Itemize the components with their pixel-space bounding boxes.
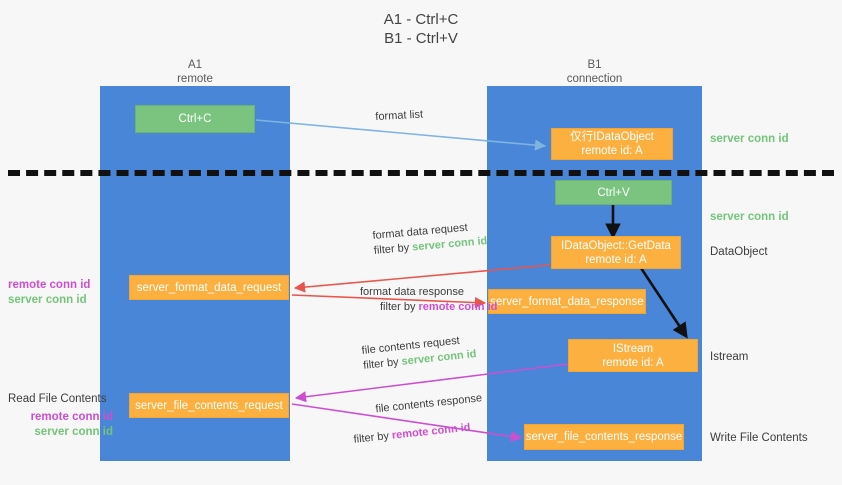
label-server-conn-id-1: server conn id bbox=[8, 294, 87, 306]
filter-prefix: filter by bbox=[353, 429, 393, 446]
label-istream: Istream bbox=[710, 351, 749, 363]
box-idataobject-remote-id: remote id: A bbox=[581, 145, 643, 157]
edge-label-format-data-response: format data response filter by remote co… bbox=[360, 285, 497, 315]
box-server-file-contents-request-label: server_file_contents_request bbox=[135, 399, 283, 412]
phase-separator-dashed-line bbox=[8, 170, 834, 176]
label-remote-conn-id-1: remote conn id bbox=[8, 279, 91, 291]
label-conn-id-group-top: remote conn id server conn id bbox=[8, 278, 90, 308]
box-idataobject[interactable]: 仅行IDataObject remote id: A bbox=[551, 128, 673, 160]
box-getdata-label: IDataObject::GetData bbox=[561, 239, 671, 252]
edge-label-format-data-request: format data request filter by server con… bbox=[372, 219, 488, 259]
box-server-file-contents-response[interactable]: server_file_contents_response bbox=[524, 424, 684, 450]
box-idataobject-label: 仅行IDataObject bbox=[570, 131, 654, 143]
label-remote-conn-id-2: remote conn id bbox=[30, 411, 113, 423]
edge-label-file-contents-response: file contents response filter by remote … bbox=[350, 391, 486, 448]
edge-label-file-contents-request: file contents request filter by server c… bbox=[361, 332, 477, 374]
box-server-file-contents-request[interactable]: server_file_contents_request bbox=[129, 393, 289, 418]
box-ctrl-c-label: Ctrl+C bbox=[178, 113, 212, 125]
edge-label-file-contents-response-filter: filter by remote conn id bbox=[353, 419, 486, 448]
column-header-a1: A1 remote bbox=[100, 58, 290, 86]
title-line-1: A1 - Ctrl+C bbox=[383, 11, 459, 28]
box-server-format-data-request[interactable]: server_format_data_request bbox=[129, 275, 289, 300]
label-server-conn-id-top: server conn id bbox=[710, 133, 789, 145]
edge-label-file-contents-response-text: file contents response bbox=[374, 392, 483, 416]
box-istream-label: IStream bbox=[612, 342, 654, 355]
title-line-2: B1 - Ctrl+V bbox=[384, 30, 458, 47]
label-read-file-contents: Read File Contents bbox=[8, 393, 107, 405]
column-header-a1-name: A1 bbox=[187, 59, 203, 71]
filter-prefix: filter by bbox=[380, 301, 419, 313]
column-header-b1-name: B1 bbox=[587, 59, 602, 71]
filter-key-remote-conn-id: remote conn id bbox=[418, 301, 498, 313]
edge-label-format-list: format list bbox=[375, 108, 424, 123]
filter-key-remote-conn-id: remote conn id bbox=[391, 421, 472, 442]
box-idataobject-getdata[interactable]: IDataObject::GetData remote id: A bbox=[551, 236, 681, 269]
box-server-file-contents-response-label: server_file_contents_response bbox=[525, 431, 683, 443]
filter-prefix: filter by bbox=[373, 241, 413, 257]
box-ctrl-v-label: Ctrl+V bbox=[597, 186, 630, 199]
box-server-format-data-response-label: server_format_data_response bbox=[490, 295, 644, 308]
box-getdata-remote-id: remote id: A bbox=[585, 253, 647, 266]
column-header-a1-sub: remote bbox=[177, 73, 213, 85]
box-istream[interactable]: IStream remote id: A bbox=[568, 339, 698, 372]
label-write-file-contents: Write File Contents bbox=[710, 432, 808, 444]
label-conn-id-group-bottom: remote conn id server conn id bbox=[8, 410, 113, 440]
box-server-format-data-response[interactable]: server_format_data_response bbox=[488, 289, 646, 314]
diagram-title: A1 - Ctrl+C B1 - Ctrl+V bbox=[0, 10, 842, 48]
box-ctrl-c[interactable]: Ctrl+C bbox=[135, 105, 255, 133]
box-server-format-data-request-label: server_format_data_request bbox=[136, 281, 282, 294]
label-server-conn-id-2: server conn id bbox=[34, 426, 113, 438]
label-server-conn-id-mid: server conn id bbox=[710, 211, 789, 223]
box-ctrl-v[interactable]: Ctrl+V bbox=[555, 180, 672, 205]
edge-label-format-data-response-text: format data response bbox=[360, 286, 464, 298]
box-istream-remote-id: remote id: A bbox=[602, 356, 664, 369]
column-header-b1: B1 connection bbox=[487, 58, 702, 86]
label-dataobject: DataObject bbox=[710, 246, 768, 258]
edge-label-format-data-response-filter: filter by remote conn id bbox=[360, 300, 497, 315]
column-header-b1-sub: connection bbox=[566, 73, 623, 85]
filter-prefix: filter by bbox=[362, 355, 403, 372]
